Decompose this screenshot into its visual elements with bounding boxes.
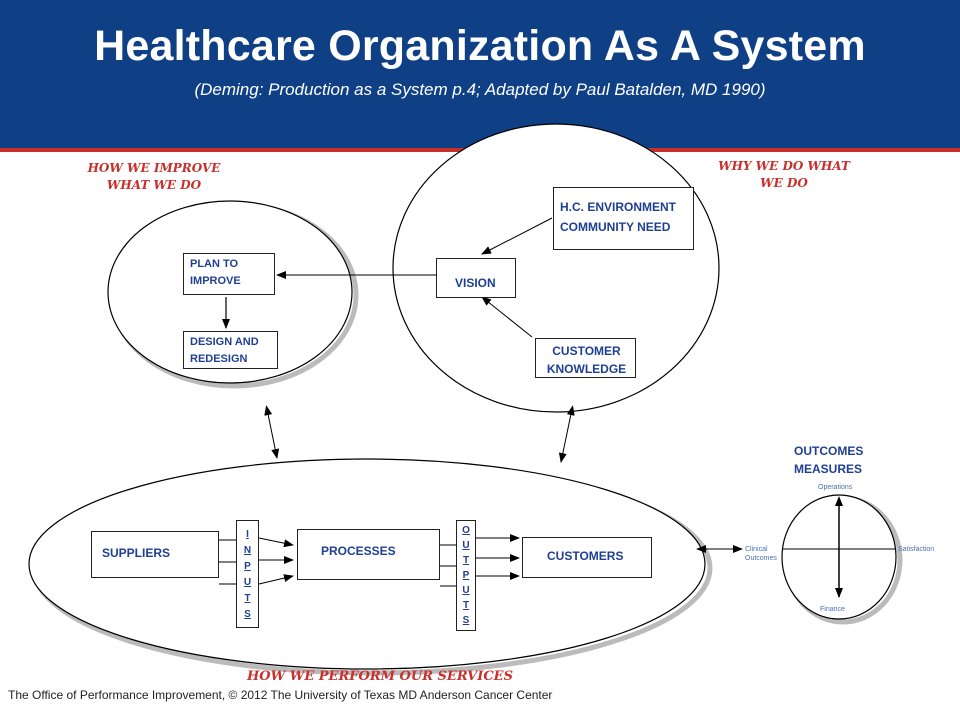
caption-how-we-perform: HOW WE PERFORM OUR SERVICES	[247, 669, 513, 684]
suppliers-label: SUPPLIERS	[102, 546, 171, 560]
hc-environment-box: H.C. ENVIRONMENT COMMUNITY NEED	[553, 187, 694, 250]
outputs-box: O U T P U T S	[456, 520, 476, 631]
caption-why-we-do: WHY WE DO WHAT WE DO	[718, 159, 850, 190]
vision-box: VISION	[436, 258, 516, 298]
footer-copyright: The Office of Performance Improvement, ©…	[8, 688, 553, 702]
header-banner	[0, 0, 960, 148]
plan-to-improve-label: PLAN TO IMPROVE	[190, 258, 241, 287]
outcomes-clinical-label: Clinical Outcomes	[745, 546, 777, 562]
outcomes-satisfaction-label: Satisfaction	[898, 546, 935, 553]
inputs-label: I N P U T S	[243, 529, 252, 620]
outputs-label: O U T P U T S	[462, 525, 470, 626]
processes-label: PROCESSES	[321, 544, 396, 558]
page-subtitle: (Deming: Production as a System p.4; Ada…	[194, 80, 766, 99]
design-redesign-label: DESIGN AND REDESIGN	[190, 336, 259, 365]
customer-knowledge-label: CUSTOMER KNOWLEDGE	[546, 344, 627, 376]
outcomes-finance-label: Finance	[820, 606, 845, 613]
page-title: Healthcare Organization As A System	[94, 22, 866, 70]
outcomes-measures-title: OUTCOMES MEASURES	[794, 444, 864, 476]
environment-to-vision-arrow	[481, 217, 553, 255]
vision-label: VISION	[455, 276, 496, 290]
inputs-box: I N P U T S	[236, 520, 259, 628]
customers-label: CUSTOMERS	[547, 549, 624, 563]
customer-knowledge-box: CUSTOMER KNOWLEDGE	[535, 338, 636, 378]
improve-perform-connector	[264, 405, 280, 459]
input-arrow-3	[258, 574, 294, 585]
why-perform-connector	[558, 405, 575, 463]
suppliers-box: SUPPLIERS	[91, 531, 219, 578]
design-redesign-box: DESIGN AND REDESIGN	[183, 331, 278, 369]
input-arrow-1	[258, 537, 294, 548]
caption-how-we-improve: HOW WE IMPROVE WHAT WE DO	[87, 161, 221, 192]
knowledge-to-vision-arrow	[481, 296, 533, 338]
hc-environment-label: H.C. ENVIRONMENT COMMUNITY NEED	[560, 200, 677, 234]
processes-box: PROCESSES	[297, 529, 440, 580]
outcomes-operations-label: Operations	[818, 484, 853, 491]
customers-box: CUSTOMERS	[522, 537, 652, 578]
plan-to-improve-box: PLAN TO IMPROVE	[183, 253, 275, 295]
